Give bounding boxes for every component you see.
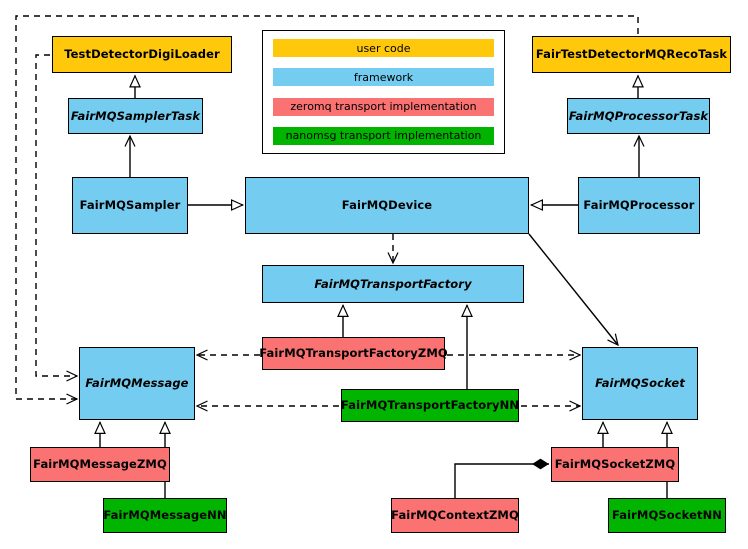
class-box-FairTestDetectorMQRecoTask[interactable]: FairTestDetectorMQRecoTask — [532, 36, 731, 73]
legend-panel: user code framework zeromq transport imp… — [262, 30, 505, 154]
class-box-FairMQSocketZMQ[interactable]: FairMQSocketZMQ — [551, 447, 679, 482]
class-box-label: FairMQProcessor — [583, 198, 695, 213]
class-box-FairMQTransportFactory[interactable]: FairMQTransportFactory — [262, 265, 524, 303]
class-box-FairMQDevice[interactable]: FairMQDevice — [245, 177, 529, 234]
edge-contextzmq-socketzmq — [454, 458, 549, 498]
legend-item-framework: framework — [273, 68, 494, 87]
class-box-label: TestDetectorDigiLoader — [64, 47, 220, 62]
class-box-FairMQTransportFactoryNN[interactable]: FairMQTransportFactoryNN — [341, 389, 519, 422]
class-box-FairMQProcessorTask[interactable]: FairMQProcessorTask — [567, 98, 710, 134]
class-box-FairMQMessage[interactable]: FairMQMessage — [79, 347, 195, 420]
legend-label-zeromq: zeromq transport implementation — [290, 100, 477, 114]
class-box-FairMQSampler[interactable]: FairMQSampler — [72, 177, 188, 234]
class-box-label: FairMQMessageZMQ — [33, 457, 167, 472]
class-box-label: FairMQMessageNN — [103, 508, 227, 523]
class-box-label: FairMQSocketZMQ — [554, 457, 676, 472]
class-box-label: FairMQSampler — [79, 198, 181, 213]
class-box-label: FairMQTransportFactoryZMQ — [259, 346, 448, 361]
class-box-TestDetectorDigiLoader[interactable]: TestDetectorDigiLoader — [52, 36, 232, 73]
legend-item-user-code: user code — [273, 39, 494, 57]
class-box-FairMQSocket[interactable]: FairMQSocket — [582, 347, 698, 420]
legend-label-framework: framework — [353, 70, 414, 84]
legend-label-nanomsg: nanomsg transport implementation — [285, 129, 482, 143]
edge-recotask-message — [15, 15, 639, 405]
class-box-label: FairMQDevice — [341, 198, 433, 213]
class-box-label: FairMQTransportFactory — [314, 276, 472, 291]
class-box-FairMQMessageZMQ[interactable]: FairMQMessageZMQ — [30, 447, 170, 482]
class-box-FairMQTransportFactoryZMQ[interactable]: FairMQTransportFactoryZMQ — [259, 337, 448, 370]
edge-device-socket — [528, 233, 619, 347]
class-box-FairMQSocketNN[interactable]: FairMQSocketNN — [608, 498, 726, 533]
legend-item-nanomsg: nanomsg transport implementation — [273, 126, 494, 145]
class-box-FairMQProcessor[interactable]: FairMQProcessor — [578, 177, 700, 234]
class-box-label: FairMQSocketNN — [611, 508, 723, 523]
class-box-label: FairMQTransportFactoryNN — [340, 398, 520, 413]
class-box-label: FairTestDetectorMQRecoTask — [535, 47, 728, 62]
class-box-label: FairMQContextZMQ — [391, 508, 519, 523]
legend-label-user-code: user code — [356, 41, 411, 55]
class-box-FairMQContextZMQ[interactable]: FairMQContextZMQ — [391, 498, 519, 533]
class-box-FairMQSamplerTask[interactable]: FairMQSamplerTask — [68, 98, 203, 134]
class-box-label: FairMQProcessorTask — [568, 108, 709, 123]
class-box-label: FairMQMessage — [85, 376, 189, 391]
class-box-label: FairMQSamplerTask — [70, 108, 201, 123]
class-box-label: FairMQSocket — [595, 376, 685, 391]
class-box-FairMQMessageNN[interactable]: FairMQMessageNN — [103, 498, 227, 533]
edge-digiloader-message — [35, 54, 79, 382]
legend-item-zeromq: zeromq transport implementation — [273, 97, 494, 116]
